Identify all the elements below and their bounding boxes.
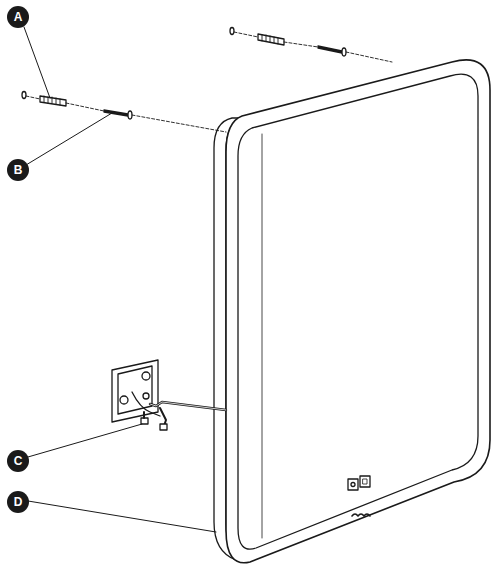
- leader-line: [28, 501, 216, 532]
- touch-button: [360, 476, 370, 487]
- screw-head: [342, 48, 346, 56]
- callout-circle: D: [7, 491, 29, 513]
- fixing-axis: [26, 96, 226, 132]
- callout-letter: B: [14, 164, 23, 176]
- knockout: [120, 396, 128, 404]
- wall-plug: [258, 34, 284, 45]
- logo-mark: [352, 514, 370, 516]
- glass-edge: [262, 134, 263, 538]
- mains-cable-end: [143, 412, 145, 418]
- knockout: [143, 393, 149, 399]
- washer: [230, 28, 234, 35]
- fixing-axis: [234, 32, 392, 62]
- leader-line: [28, 424, 142, 457]
- callout-circle: C: [7, 450, 29, 472]
- callout-letter: D: [14, 496, 23, 508]
- button-icon: [363, 479, 367, 484]
- touch-button: [348, 479, 358, 490]
- callout-letter: A: [14, 11, 23, 23]
- junction-box-inner: [118, 366, 152, 414]
- plug-ribs: [262, 35, 278, 44]
- mirror-frame: [226, 60, 490, 563]
- button-icon: [351, 483, 355, 487]
- connector-plug: [141, 418, 148, 424]
- leader-line: [26, 113, 112, 165]
- mirror-glass: [238, 74, 478, 549]
- callout-circle: A: [7, 6, 29, 28]
- plug-ribs: [44, 96, 60, 105]
- wall-plug: [40, 96, 66, 106]
- screw: [318, 46, 342, 53]
- callout-circle: B: [7, 159, 29, 181]
- mains-cable: [132, 392, 160, 416]
- connector-plug: [160, 424, 167, 430]
- leader-line: [24, 27, 50, 98]
- knockout: [142, 372, 150, 380]
- washer: [22, 92, 26, 99]
- screw-head: [128, 111, 132, 119]
- callout-letter: C: [14, 455, 23, 467]
- mirror-cable-end: [160, 408, 166, 426]
